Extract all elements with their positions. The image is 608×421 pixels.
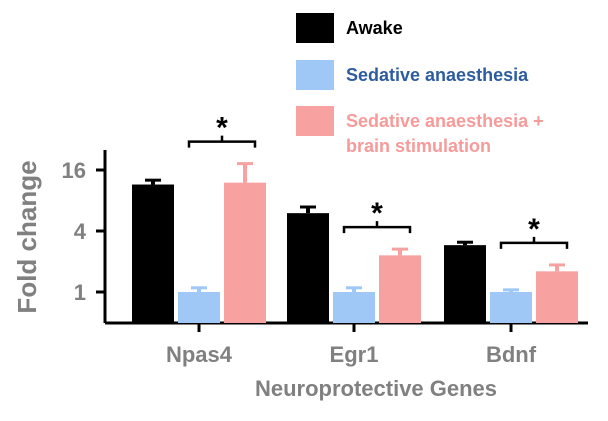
legend-swatch bbox=[296, 106, 334, 136]
significance-asterisk: * bbox=[216, 112, 228, 145]
bar bbox=[132, 184, 174, 323]
bar bbox=[333, 292, 375, 323]
y-tick-label: 4 bbox=[74, 219, 87, 244]
significance-bracket bbox=[499, 236, 569, 249]
bar bbox=[490, 292, 532, 323]
y-tick-label: 1 bbox=[74, 280, 86, 305]
bar bbox=[379, 255, 421, 323]
bar bbox=[178, 292, 220, 323]
legend-swatch bbox=[296, 13, 334, 43]
legend-label: Awake bbox=[346, 18, 403, 38]
x-axis-label: Neuroprotective Genes bbox=[255, 376, 497, 401]
legend-label: Sedative anaesthesia + bbox=[346, 111, 544, 131]
bar bbox=[224, 182, 266, 323]
significance-bracket bbox=[342, 221, 412, 234]
bar bbox=[444, 245, 486, 323]
legend-label: brain stimulation bbox=[346, 136, 491, 156]
x-tick-label: Npas4 bbox=[166, 342, 233, 367]
legend-label: Sedative anaesthesia bbox=[346, 65, 529, 85]
y-tick-label: 16 bbox=[62, 158, 86, 183]
significance-bracket bbox=[187, 135, 257, 148]
bar bbox=[536, 271, 578, 323]
x-tick-label: Bdnf bbox=[486, 342, 537, 367]
legend-swatch bbox=[296, 60, 334, 90]
y-axis-label: Fold change bbox=[12, 160, 42, 313]
bar bbox=[287, 213, 329, 323]
significance-asterisk: * bbox=[371, 197, 383, 230]
significance-asterisk: * bbox=[528, 213, 540, 246]
x-tick-label: Egr1 bbox=[330, 342, 379, 367]
